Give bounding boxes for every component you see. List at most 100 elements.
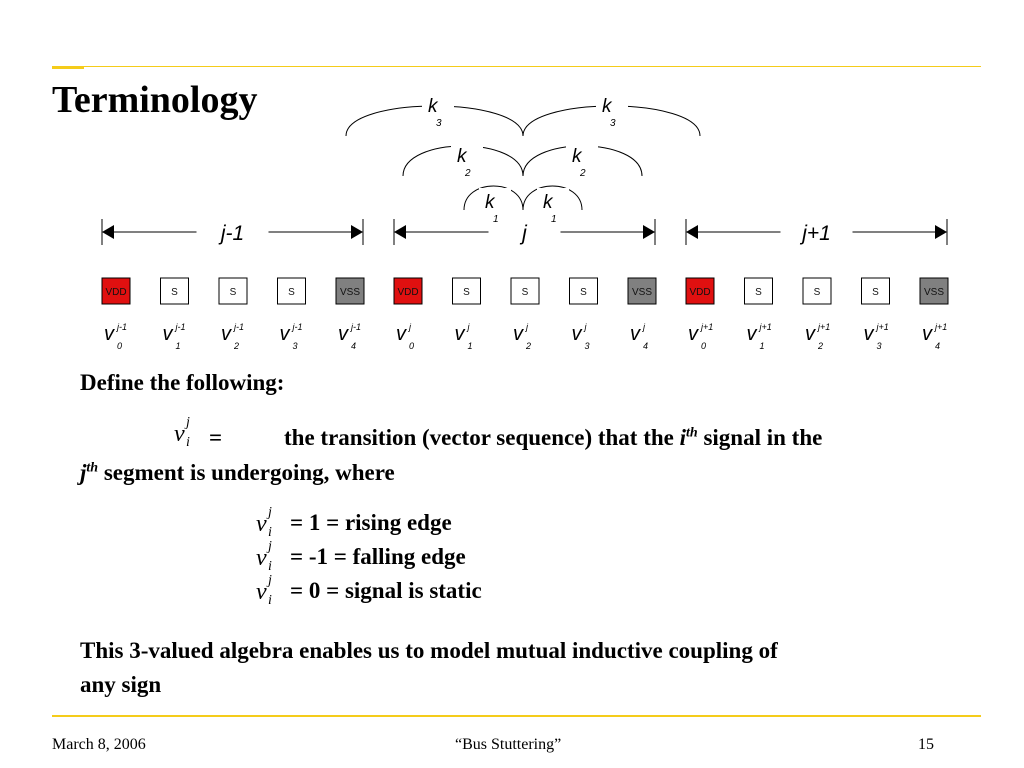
svg-text:j: j (642, 322, 646, 332)
coupling-label-bg (451, 142, 483, 178)
symbol-v: v (174, 421, 185, 447)
cell-label: S (463, 287, 470, 298)
coupling-arcs (345, 105, 701, 211)
svg-text:0: 0 (409, 341, 414, 351)
segment-label: j (519, 222, 528, 245)
cell-label: S (755, 287, 762, 298)
coupling-label-k1: k (485, 192, 496, 213)
svg-text:4: 4 (935, 341, 940, 351)
segment-arrow-0: j-1 (101, 219, 364, 245)
svg-text:1: 1 (176, 341, 181, 351)
svg-text:v: v (688, 323, 699, 345)
svg-text:j: j (408, 322, 412, 332)
cell-label: VDD (105, 287, 126, 298)
cell-label: VSS (340, 287, 360, 298)
cell-s (802, 277, 832, 305)
svg-text:j-1: j-1 (350, 322, 361, 332)
value-static-text: = 0 = signal is static (290, 578, 482, 603)
slide-title: Terminology (52, 79, 258, 121)
cell-label: S (872, 287, 879, 298)
svg-text:v: v (396, 323, 407, 345)
svg-text:2: 2 (525, 341, 531, 351)
coupling-label-bg (537, 188, 569, 224)
segment-label: j-1 (218, 222, 244, 245)
cell-label: S (288, 287, 295, 298)
segment-arrow-2: j+1 (685, 219, 948, 245)
svg-text:1: 1 (760, 341, 765, 351)
coupling-label-k3: k (428, 96, 439, 117)
cell-s (861, 277, 890, 305)
svg-text:v: v (747, 323, 758, 345)
svg-text:v: v (630, 323, 641, 345)
footer-title: “Bus Stuttering” (455, 736, 562, 753)
coupling-label-k2: k (457, 146, 468, 167)
svg-text:j+1: j+1 (876, 322, 889, 332)
segment-label: j+1 (799, 222, 831, 245)
cell-label: VSS (924, 287, 944, 298)
svg-text:v: v (455, 323, 466, 345)
segment-arrow-1: j (393, 219, 656, 245)
definition-line-2: jth segment is undergoing, where (80, 460, 395, 485)
svg-text:j+1: j+1 (700, 322, 713, 332)
svg-text:j-1: j-1 (292, 322, 303, 332)
coupling-label-bg (596, 92, 628, 128)
svg-text:j: j (467, 322, 471, 332)
cell-s (744, 277, 773, 305)
cell-label: S (814, 287, 821, 298)
cell-s (510, 277, 540, 305)
svg-text:j-1: j-1 (116, 322, 127, 332)
svg-text:1: 1 (468, 341, 473, 351)
segment-arrows: j-1 j j+1 (101, 219, 948, 245)
cell-label: S (522, 287, 529, 298)
svg-text:j-1: j-1 (175, 322, 186, 332)
k3-arc (345, 105, 701, 137)
cell-vss (335, 277, 365, 305)
define-heading: Define the following: (80, 370, 285, 395)
svg-text:4: 4 (351, 341, 356, 351)
footer-date: March 8, 2006 (52, 736, 146, 753)
cell-label: S (171, 287, 178, 298)
svg-text:j+1: j+1 (759, 322, 772, 332)
definition-symbol: v j i (174, 415, 196, 451)
svg-text:0: 0 (117, 341, 122, 351)
coupling-label-sub: 3 (436, 118, 442, 129)
cell-label: S (580, 287, 587, 298)
svg-text:v: v (513, 323, 524, 345)
definition-equals: = (209, 425, 223, 450)
svg-text:2: 2 (233, 341, 239, 351)
svg-text:v: v (864, 323, 875, 345)
coupling-label-bg (479, 188, 511, 224)
svg-text:v: v (104, 323, 115, 345)
coupling-label-k1: k (543, 192, 554, 213)
value-falling-text: = -1 = falling edge (290, 544, 466, 569)
svg-text:3: 3 (877, 341, 882, 351)
svg-text:v: v (338, 323, 349, 345)
coupling-label-sub: 1 (493, 214, 499, 225)
coupling-label-k3: k (602, 96, 613, 117)
cell-label: VDD (397, 287, 418, 298)
svg-text:j+1: j+1 (817, 322, 830, 332)
bottom-rule (52, 715, 981, 717)
cell-s (277, 277, 306, 305)
cell-s (160, 277, 189, 305)
svg-text:v: v (221, 323, 232, 345)
coupling-label-sub: 3 (610, 118, 616, 129)
cell-vss (919, 277, 949, 305)
